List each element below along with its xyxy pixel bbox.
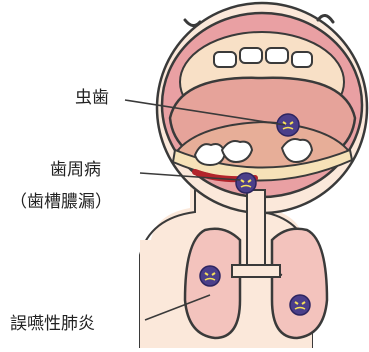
bacteria-icon	[200, 266, 220, 286]
caries-label: 虫歯	[75, 90, 109, 107]
periodontal-label: 歯周病	[50, 162, 101, 179]
lower-tooth	[282, 139, 312, 162]
upper-tooth	[240, 48, 262, 63]
pneumonia-label: 誤嚥性肺炎	[10, 316, 95, 333]
upper-tooth	[214, 52, 236, 67]
lower-tooth	[195, 144, 225, 165]
trachea	[247, 190, 265, 270]
trachea-tube	[247, 190, 265, 270]
upper-tooth	[266, 48, 288, 63]
bacteria-icon	[236, 173, 256, 193]
lower-tooth	[222, 141, 252, 162]
right-lung	[272, 229, 327, 338]
periodontal-alt-label: （歯槽膿漏）	[10, 194, 112, 211]
upper-tooth	[292, 52, 312, 67]
eyebrow-left	[185, 20, 200, 26]
bronchi-fill	[232, 265, 280, 277]
bacteria-icon	[290, 295, 310, 315]
